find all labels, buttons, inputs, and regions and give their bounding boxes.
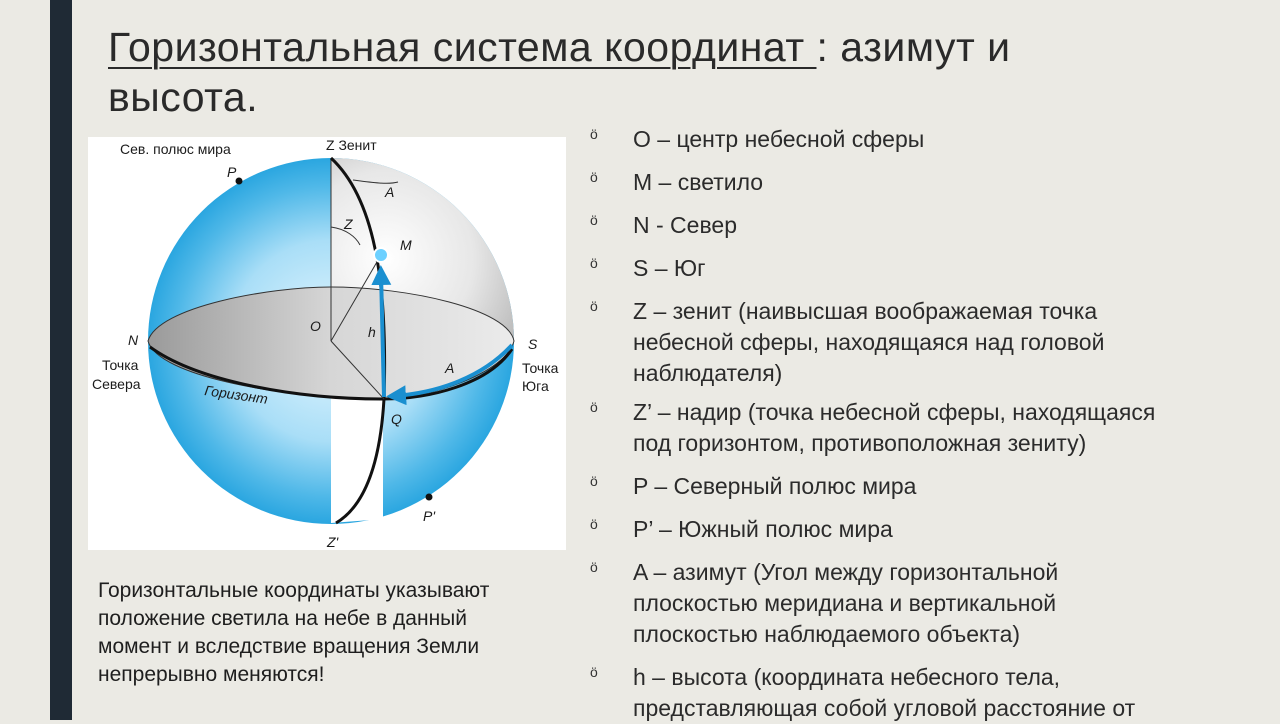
bullet-line: наблюдателя) [633,360,783,386]
title-rest: : азимут и [816,24,1011,70]
label-h: h [368,324,376,340]
bullet-line: плоскостью наблюдаемого объекта) [633,621,1021,647]
bullet-line: Z – зенит (наивысшая воображаемая точка [633,298,1098,324]
caption-line: непрерывно меняются! [98,663,325,686]
caption-line: момент и вследствие вращения Земли [98,635,480,658]
bullet-marker: ö [590,516,598,532]
celestial-sphere-diagram: Сев. полюс мира P Z Зенит A Z M N O h S … [92,137,559,550]
label-q: Q [391,411,402,427]
bullet-marker: ö [590,473,598,489]
bullet-line: P’ – Южный полюс мира [633,516,893,542]
point-p [235,177,243,185]
list-item: ö h – высота (координата небесного тела,… [590,662,1240,724]
list-item: ö Z – зенит (наивысшая воображаемая точк… [590,296,1240,389]
caption-line: положение светила на небе в данный [98,607,468,630]
azimuth-arrow [386,343,514,406]
list-item: ö M – светило [590,167,1240,198]
caption: Горизонтальные координаты указывают поло… [98,577,548,689]
label-north-point-2: Севера [92,376,141,392]
left-accent-bar [50,0,72,720]
bullet-line: M – светило [633,169,764,195]
bullet-marker: ö [590,255,598,271]
bullet-line: Z’ – надир (точка небесной сферы, находя… [633,399,1156,425]
bullet-line: P – Северный полюс мира [633,473,917,499]
bullet-line: N - Север [633,212,737,238]
list-item: ö Z’ – надир (точка небесной сферы, нахо… [590,397,1240,459]
radius-oq [330,340,385,400]
zenith-angle-arc [330,226,361,246]
bullet-marker: ö [590,212,598,228]
slide-title: Горизонтальная система координат : азиму… [108,22,1228,122]
bullet-marker: ö [590,399,598,415]
altitude-arrow [371,265,392,398]
list-item: ö P – Северный полюс мира [590,471,1240,502]
bullet-line: представляющая собой угловой расстояние … [633,695,1136,721]
label-south-point-2: Юга [522,378,549,394]
title-main: Горизонтальная система координат [108,24,817,70]
horizon-edge [149,345,514,401]
bullet-marker: ö [590,559,598,575]
list-item: ö N - Север [590,210,1240,241]
label-a-bottom: A [444,360,454,376]
bullet-line: плоскостью меридиана и вертикальной [633,590,1057,616]
label-nadir: Z' [326,534,340,550]
bullet-line: A – азимут (Угол между горизонтальной [633,559,1059,585]
title-line2: высота. [108,74,259,120]
bullet-line: O – центр небесной сферы [633,126,925,152]
label-o: O [310,318,321,334]
star-m [373,247,389,263]
label-z-angle: Z [343,216,353,232]
celestial-sphere-figure: Сев. полюс мира P Z Зенит A Z M N O h S … [88,137,566,550]
label-north-point-1: Точка [102,357,139,373]
bullet-line: S – Юг [633,255,706,281]
label-zenith: Z Зенит [326,137,377,153]
label-m: M [400,237,412,253]
list-item: ö O – центр небесной сферы [590,124,1240,155]
bullet-line: h – высота (координата небесного тела, [633,664,1061,690]
label-a-top: A [384,184,394,200]
label-s: S [528,336,538,352]
definition-list: ö O – центр небесной сферы ö M – светило… [590,124,1240,724]
azimuth-top-arc [352,179,399,184]
label-n: N [128,332,139,348]
label-south-point-1: Точка [522,360,559,376]
label-p-prime: P' [423,508,436,524]
bullet-line: под горизонтом, противоположная зениту) [633,430,1087,456]
list-item: ö P’ – Южный полюс мира [590,514,1240,545]
list-item: ö A – азимут (Угол между горизонтальной … [590,557,1240,650]
caption-line: Горизонтальные координаты указывают [98,579,490,602]
bullet-marker: ö [590,298,598,314]
bullet-line: небесной сферы, находящаяся над головой [633,329,1105,355]
bullet-marker: ö [590,169,598,185]
list-item: ö S – Юг [590,253,1240,284]
bullet-marker: ö [590,126,598,142]
bullet-marker: ö [590,664,598,680]
point-p-prime [425,493,433,501]
label-north-pole: Сев. полюс мира [120,141,231,157]
label-p: P [227,164,237,180]
